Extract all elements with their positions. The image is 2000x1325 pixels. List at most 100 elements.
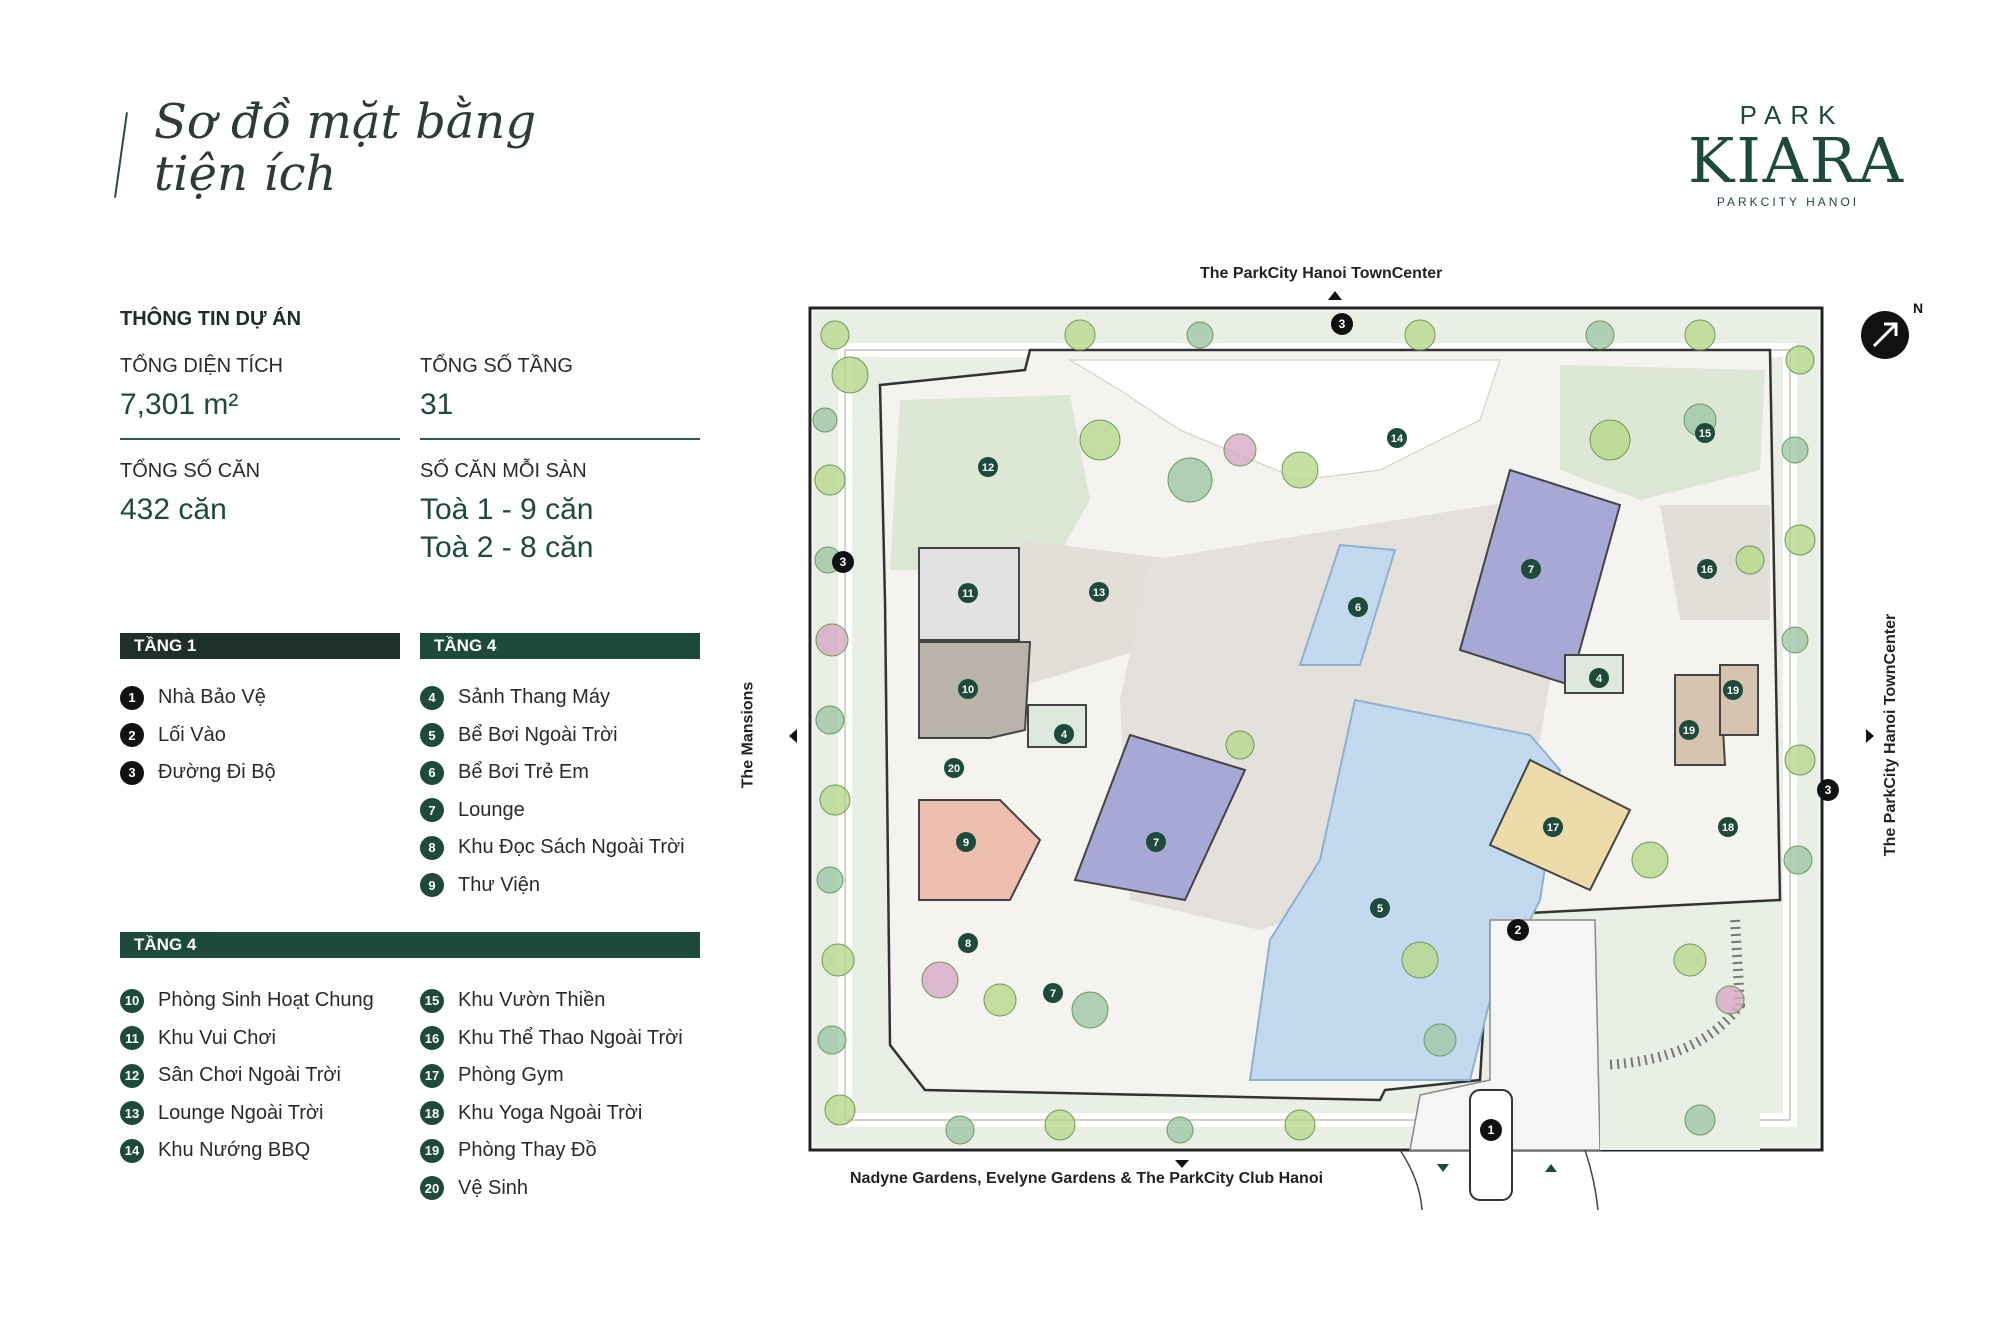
tree (814, 464, 846, 496)
tree (824, 1094, 856, 1126)
tree (1401, 941, 1439, 979)
legend-label: Sân Chơi Ngoài Trời (158, 1064, 341, 1087)
logo-park: PARK (1739, 100, 1845, 130)
park-kiara-logo: PARK KIARA PARKCITY HANOI (1688, 100, 1906, 209)
legend-label: Vệ Sinh (458, 1176, 529, 1199)
north-compass (1861, 311, 1909, 359)
tree (1781, 436, 1809, 464)
marker-label: 13 (1093, 587, 1105, 599)
legend-label: Bể Bơi Trẻ Em (458, 761, 589, 784)
marker-badge: 18 (420, 1101, 444, 1126)
marker-label: 9 (963, 837, 969, 849)
page-title-line1: Sơ đồ mặt bằng (154, 94, 537, 150)
tree (1044, 1109, 1076, 1141)
changing-room-19a (1674, 674, 1727, 766)
marker-label: 10 (962, 684, 974, 696)
legend-label: Khu Đọc Sách Ngoài Trời (458, 836, 685, 859)
marker-label: 4 (1596, 673, 1603, 685)
stat-units-per-floor: SỐ CĂN MỖI SÀN Toà 1 - 9 căn Toà 2 - 8 c… (420, 460, 593, 567)
marker-label: 16 (1701, 564, 1713, 576)
marker-badge: 8 (420, 835, 444, 860)
stat-value-1: Toà 1 - 9 căn (420, 493, 594, 526)
stat-value-2: Toà 2 - 8 căn (420, 531, 594, 564)
divider (120, 438, 400, 440)
guard-house (1469, 1089, 1513, 1201)
tree (945, 1115, 975, 1145)
legend-label: Sảnh Thang Máy (458, 686, 610, 709)
tree (1186, 321, 1214, 349)
marker-label: 3 (840, 555, 847, 569)
marker-label: 7 (1153, 837, 1159, 849)
sports-area-16 (1660, 505, 1770, 620)
marker-badge: 6 (420, 760, 444, 785)
marker-badge: 13 (120, 1101, 144, 1126)
marker-badge: 4 (420, 685, 444, 710)
legend-item: 11 Khu Vui Chơi (120, 1020, 374, 1058)
lounge-deck-13 (1010, 540, 1180, 690)
tree (1223, 433, 1257, 467)
tree (1783, 845, 1813, 875)
tree (1589, 419, 1631, 461)
marker-label: 5 (1377, 903, 1383, 915)
legend-label: Thư Viện (458, 873, 540, 896)
marker-badge: 11 (120, 1026, 144, 1051)
marker-badge: 17 (420, 1063, 444, 1088)
tree (1781, 626, 1809, 654)
arrow-up-icon (1328, 291, 1342, 300)
garden-12 (890, 395, 1090, 570)
marker-label: 11 (962, 588, 974, 600)
road-label-top: The ParkCity Hanoi TownCenter (1200, 265, 1443, 282)
legend-label: Lối Vào (158, 723, 226, 746)
logo-sub: PARKCITY HANOI (1716, 195, 1860, 209)
compass-north-label: N (1913, 300, 1923, 316)
entrance-drive (1409, 919, 1601, 1151)
tree (816, 866, 844, 894)
tree (1673, 943, 1707, 977)
legend-label: Khu Vui Chơi (158, 1026, 276, 1049)
tree (1784, 524, 1816, 556)
marker-label: 17 (1547, 822, 1559, 834)
tree (815, 705, 845, 735)
tree (812, 407, 838, 433)
tower-lounge-7a (1073, 733, 1247, 902)
outdoor-pool-5 (1248, 698, 1562, 1081)
marker-label: 20 (948, 763, 960, 775)
stat-total-units: TỔNG SỐ CĂN 432 căn (120, 460, 260, 529)
marker-badge: 7 (420, 798, 444, 823)
ramp-garden (1600, 915, 1760, 1150)
legend-item: 17 Phòng Gym (420, 1057, 683, 1095)
legend-label: Đường Đi Bộ (158, 761, 276, 784)
marker-badge: 1 (120, 685, 144, 710)
floor4-heading-wide: TẦNG 4 (120, 932, 700, 958)
legend-item: 8 Khu Đọc Sách Ngoài Trời (420, 829, 685, 867)
marker-label: 1 (1488, 1123, 1495, 1137)
tree (983, 983, 1017, 1017)
tree (820, 320, 850, 350)
project-info-heading: THÔNG TIN DỰ ÁN (120, 308, 302, 330)
tree (1785, 345, 1815, 375)
legend-label: Phòng Gym (458, 1064, 564, 1087)
floor1-heading: TẦNG 1 (120, 633, 400, 659)
logo-kiara: KIARA (1688, 124, 1906, 197)
tree (1225, 730, 1255, 760)
marker-badge: 3 (120, 760, 144, 785)
tree (1064, 319, 1096, 351)
legend-label: Khu Thể Thao Ngoài Trời (458, 1026, 683, 1049)
legend-item: 3 Đường Đi Bộ (120, 754, 276, 792)
stat-label: TỔNG SỐ CĂN (120, 460, 261, 482)
marker-label: 19 (1727, 685, 1739, 697)
tree (1585, 320, 1615, 350)
stat-label: SỐ CĂN MỖI SÀN (420, 460, 587, 482)
marker-label: 4 (1061, 729, 1068, 741)
marker-label: 15 (1699, 428, 1711, 440)
legend-label: Phòng Thay Đồ (458, 1139, 597, 1162)
